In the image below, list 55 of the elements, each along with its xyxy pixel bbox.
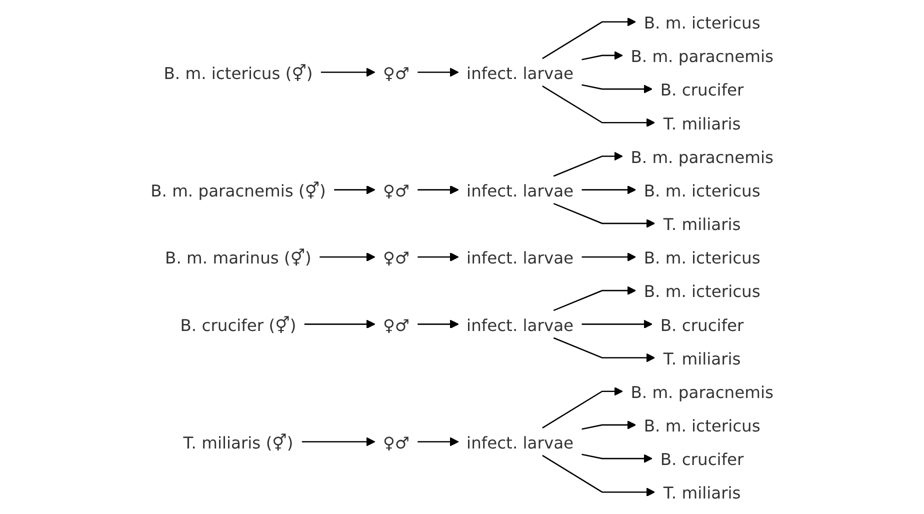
arrow — [582, 84, 652, 94]
node-text: infect. larvae — [466, 433, 574, 452]
arrow — [302, 437, 376, 446]
node-text: B. crucifer — [660, 450, 744, 470]
node-text: ♀♂ — [382, 433, 410, 452]
node-text: T. miliaris — [663, 114, 741, 134]
node-text: ♀♂ — [382, 316, 410, 335]
arrow — [334, 185, 376, 194]
arrow — [320, 68, 376, 77]
arrow — [418, 185, 459, 194]
node-text: B. m. ictericus — [644, 14, 760, 32]
node-text: B. m. ictericus (⚥) — [164, 64, 313, 83]
arrow — [582, 420, 636, 430]
arrow — [542, 454, 656, 497]
node-text: B. m. ictericus — [644, 248, 760, 268]
node-text: infect. larvae — [466, 316, 574, 335]
arrow — [582, 252, 636, 262]
node-text: B. m. ictericus — [644, 416, 760, 436]
node-text: B. m. paracnemis — [630, 382, 774, 402]
arrow — [542, 386, 623, 429]
node-text: infect. larvae — [466, 64, 574, 83]
arrow — [553, 286, 636, 312]
arrow — [418, 68, 459, 77]
arrow — [304, 320, 376, 329]
arrow — [418, 437, 459, 446]
node-text: infect. larvae — [466, 181, 574, 200]
arrow — [553, 202, 656, 228]
node-text: B. m. marinus (⚥) — [165, 248, 312, 268]
node-text: B. crucifer — [660, 316, 744, 335]
arrow — [418, 252, 459, 262]
node-text: B. m. paracnemis — [630, 47, 774, 66]
node-text: B. m. ictericus — [644, 282, 760, 302]
node-text: ♀♂ — [382, 248, 410, 268]
arrow — [542, 85, 656, 128]
node-text: B. crucifer — [660, 80, 744, 100]
arrow — [582, 185, 636, 194]
node-text: ♀♂ — [382, 64, 410, 83]
node-text: T. miliaris (⚥) — [183, 433, 294, 452]
node-text: B. m. paracnemis — [630, 148, 774, 167]
arrow — [418, 320, 459, 329]
node-text: T. miliaris — [663, 349, 741, 368]
arrow — [542, 17, 636, 60]
arrow — [582, 454, 652, 463]
arrow — [553, 152, 623, 177]
node-text: B. crucifer (⚥) — [180, 316, 296, 335]
arrow — [553, 337, 656, 362]
node-text: B. m. paracnemis (⚥) — [150, 181, 326, 200]
node-text: T. miliaris — [663, 215, 741, 234]
node-text: B. m. ictericus — [644, 181, 760, 200]
arrow — [582, 320, 652, 329]
node-text: infect. larvae — [466, 248, 574, 268]
arrow — [320, 252, 376, 262]
node-text: T. miliaris — [663, 484, 741, 503]
arrow — [582, 51, 623, 60]
node-text: ♀♂ — [382, 181, 410, 200]
